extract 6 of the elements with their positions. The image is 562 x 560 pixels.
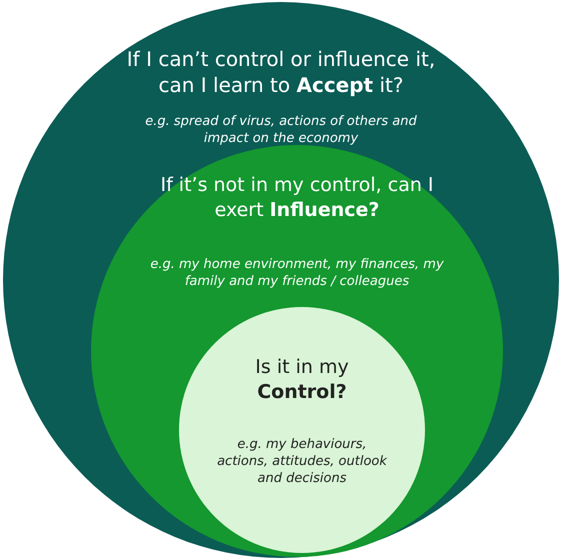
- example-note: e.g. my home environment, my finances, my family and my friends / colleagues: [149, 257, 445, 291]
- example-note: e.g. spread of virus, actions of others and impact on the economy: [144, 114, 418, 148]
- question-heading: If I can’t control or influence it, can I learn to Accept it?: [126, 46, 436, 98]
- question-heading: If it’s not in my control, can I exert Influence?: [159, 173, 435, 222]
- example-note: e.g. my behaviours, actions, attitudes, outlook and decisions: [216, 437, 388, 488]
- question-heading: Is it in my Control?: [254, 355, 350, 404]
